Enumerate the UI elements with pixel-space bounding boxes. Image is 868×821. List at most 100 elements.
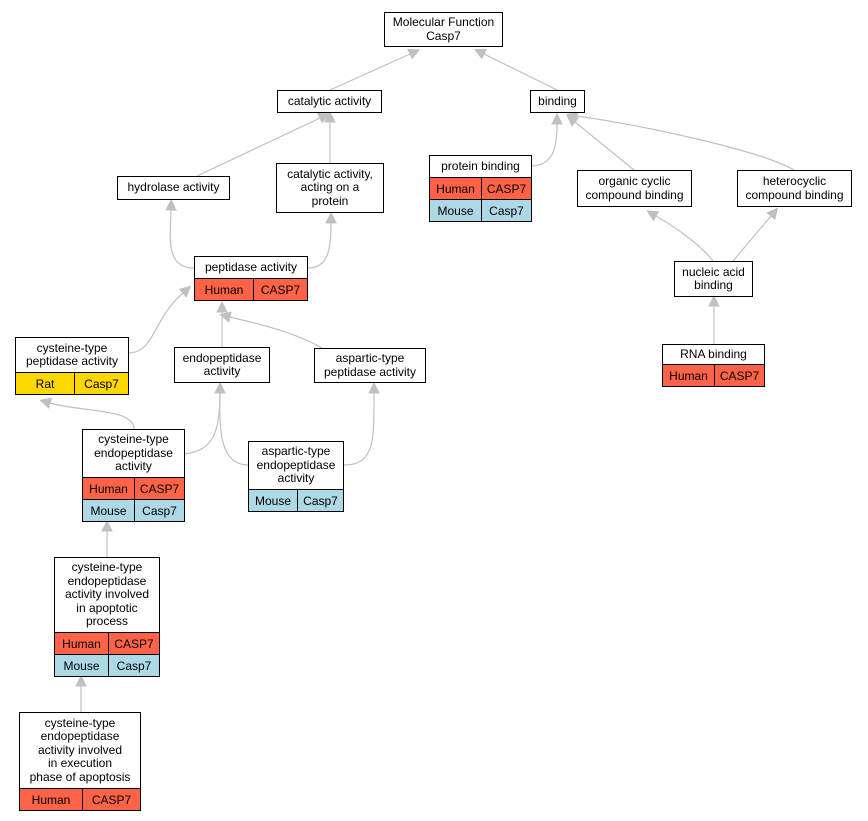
- node-hydrolase-activity[interactable]: hydrolase activity: [117, 176, 230, 200]
- edge-line: [229, 316, 323, 349]
- edge-line: [655, 215, 714, 262]
- gene-cell: CASP7: [82, 789, 140, 810]
- gene-cell: CASP7: [134, 478, 184, 499]
- species-cell: Mouse: [63, 658, 100, 673]
- edge-arrowhead: [407, 48, 421, 60]
- species-cell: Human: [62, 636, 101, 651]
- edge-line: [307, 222, 332, 269]
- annotation-row-mouse: Mouse Casp7: [430, 199, 531, 221]
- edge-aspartic_endopeptidase-to-endopeptidase: [214, 381, 249, 466]
- edge-cysteine_endopeptidase-to-cysteine_peptidase: [39, 397, 135, 430]
- edge-arrowhead: [551, 112, 563, 125]
- edge-line: [343, 392, 375, 466]
- edge-line: [169, 209, 195, 269]
- edge-protein_binding-to-binding: [531, 112, 563, 167]
- edge-arrowhead: [101, 519, 113, 532]
- edge-arrowhead: [324, 110, 336, 123]
- node-label: binding: [538, 93, 577, 108]
- species-cell: Rat: [35, 376, 55, 391]
- edge-cysteine_execution-to-cysteine_apoptotic: [75, 674, 87, 712]
- gene-cell: Casp7: [481, 200, 531, 221]
- edge-arrowhead: [474, 49, 488, 60]
- edge-arrowhead: [646, 210, 660, 222]
- node-catalytic-activity[interactable]: catalytic activity: [277, 90, 382, 113]
- gene-cell: CASP7: [253, 279, 307, 300]
- edge-line: [531, 123, 558, 167]
- edge-arrowhead: [165, 198, 177, 211]
- edge-arrowhead: [708, 294, 720, 307]
- species-cell: Human: [669, 368, 708, 383]
- edge-peptidase_activity-to-catalytic_acting_protein: [307, 211, 337, 269]
- edge-arrowhead: [317, 112, 331, 124]
- edge-line: [128, 292, 184, 354]
- gene-cell: Casp7: [134, 500, 184, 521]
- edge-heterocyclic-to-binding: [565, 110, 795, 171]
- gene-cell: Casp7: [74, 373, 128, 394]
- node-label: catalytic activity: [287, 93, 372, 108]
- edge-nucleic_acid_binding-to-heterocyclic: [732, 207, 779, 262]
- edge-aspartic_peptidase-to-peptidase_activity: [219, 311, 323, 349]
- annotation-row-rat: Rat Casp7: [16, 372, 128, 394]
- edge-hydrolase_activity-to-catalytic_activity: [196, 112, 331, 177]
- species-cell: Human: [89, 481, 128, 496]
- annotation-row-human: Human CASP7: [195, 278, 307, 300]
- edge-line: [483, 53, 558, 91]
- edge-aspartic_endopeptidase-to-aspartic_peptidase: [343, 381, 380, 466]
- species-cell: Human: [31, 792, 71, 807]
- edge-arrowhead: [39, 397, 53, 409]
- edge-arrowhead: [216, 300, 228, 313]
- edge-arrowhead: [178, 285, 192, 298]
- edge-arrowhead: [219, 311, 232, 323]
- edge-rna_binding-to-nucleic_acid_binding: [708, 294, 720, 344]
- species-cell: Mouse: [90, 503, 127, 518]
- gene-cell: CASP7: [481, 178, 531, 199]
- edge-line: [184, 392, 221, 455]
- species-cell: Human: [204, 282, 244, 297]
- annotation-row-human: Human CASP7: [83, 477, 184, 499]
- annotation-row-mouse: Mouse Casp7: [83, 499, 184, 521]
- edge-line: [219, 392, 249, 466]
- node-label: peptidase activity: [204, 259, 298, 274]
- edge-catalytic_acting_protein-to-catalytic_activity: [324, 110, 336, 163]
- edge-peptidase_activity-to-hydrolase_activity: [165, 198, 195, 269]
- species-cell: Mouse: [254, 493, 292, 508]
- edge-line: [732, 215, 772, 262]
- gene-cell: Casp7: [297, 490, 343, 511]
- annotation-row-mouse: Mouse Casp7: [249, 489, 343, 511]
- node-label: RNA binding: [680, 346, 747, 361]
- edge-catalytic_activity-to-molecular_function: [329, 48, 421, 91]
- edge-line: [329, 53, 411, 91]
- node-binding[interactable]: binding: [530, 90, 585, 113]
- species-cell: Mouse: [437, 203, 474, 218]
- edge-arrowhead: [325, 211, 337, 224]
- gene-cell: Casp7: [108, 655, 159, 676]
- edge-arrowhead: [75, 674, 87, 687]
- edge-nucleic_acid_binding-to-organic_cyclic: [646, 210, 714, 262]
